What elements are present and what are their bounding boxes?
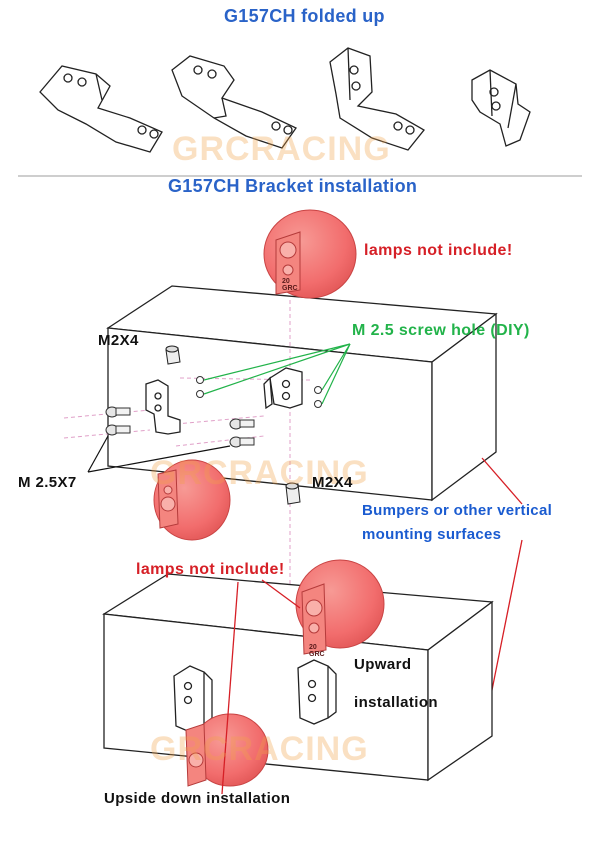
label-upward-line1: Upward (354, 656, 412, 673)
bracket-flat (39, 65, 163, 153)
diy-screw-holes (196, 376, 322, 408)
title-installation: G157CH Bracket installation (168, 176, 418, 196)
label-bumpers-line1: Bumpers or other vertical (362, 502, 553, 519)
screw-m2x4-bottom (285, 482, 301, 505)
label-m2x4-bottom: M2X4 (312, 474, 353, 491)
label-m25x7: M 2.5X7 (18, 474, 77, 491)
lamp-callout-line-right (261, 579, 301, 609)
label-upside-down: Upside down installation (104, 790, 291, 807)
label-m2x4-top: M2X4 (98, 332, 139, 349)
watermark-middle: GRCRACING (150, 454, 369, 492)
lamp-callout-line-left (221, 581, 239, 795)
bumper-box-upper (106, 285, 498, 502)
diy-callout-lines (203, 343, 351, 405)
bracket-upper-right (263, 367, 303, 410)
label-bumpers-line2: mounting surfaces (362, 526, 502, 543)
bracket-folded (471, 69, 531, 147)
label-upward-line2: installation (354, 694, 438, 711)
lamp-upward (295, 559, 385, 655)
watermark-top: GRCRACING (172, 130, 391, 168)
bracket-upper-left (145, 379, 181, 435)
lamp-middle (153, 459, 231, 541)
lamp-top (263, 209, 357, 299)
screw-m2x4-top (165, 345, 181, 365)
watermark-bottom: GRCRACING (150, 730, 369, 768)
screws-m25x7 (105, 406, 255, 448)
label-screw-hole-diy: M 2.5 screw hole (DIY) (352, 322, 530, 339)
title-folded: G157CH folded up (224, 6, 385, 26)
bumper-callout-line-top (481, 457, 523, 505)
bracket-fold-1 (171, 55, 297, 149)
label-lamps-not-included-middle: lamps not include! (136, 561, 285, 578)
m25x7-callout-lines (87, 435, 231, 473)
bracket-upward (297, 659, 337, 725)
lamp-upside-down (185, 713, 269, 787)
label-lamps-not-included-top: lamps not include! (364, 242, 513, 259)
bracket-fold-2 (329, 47, 425, 151)
